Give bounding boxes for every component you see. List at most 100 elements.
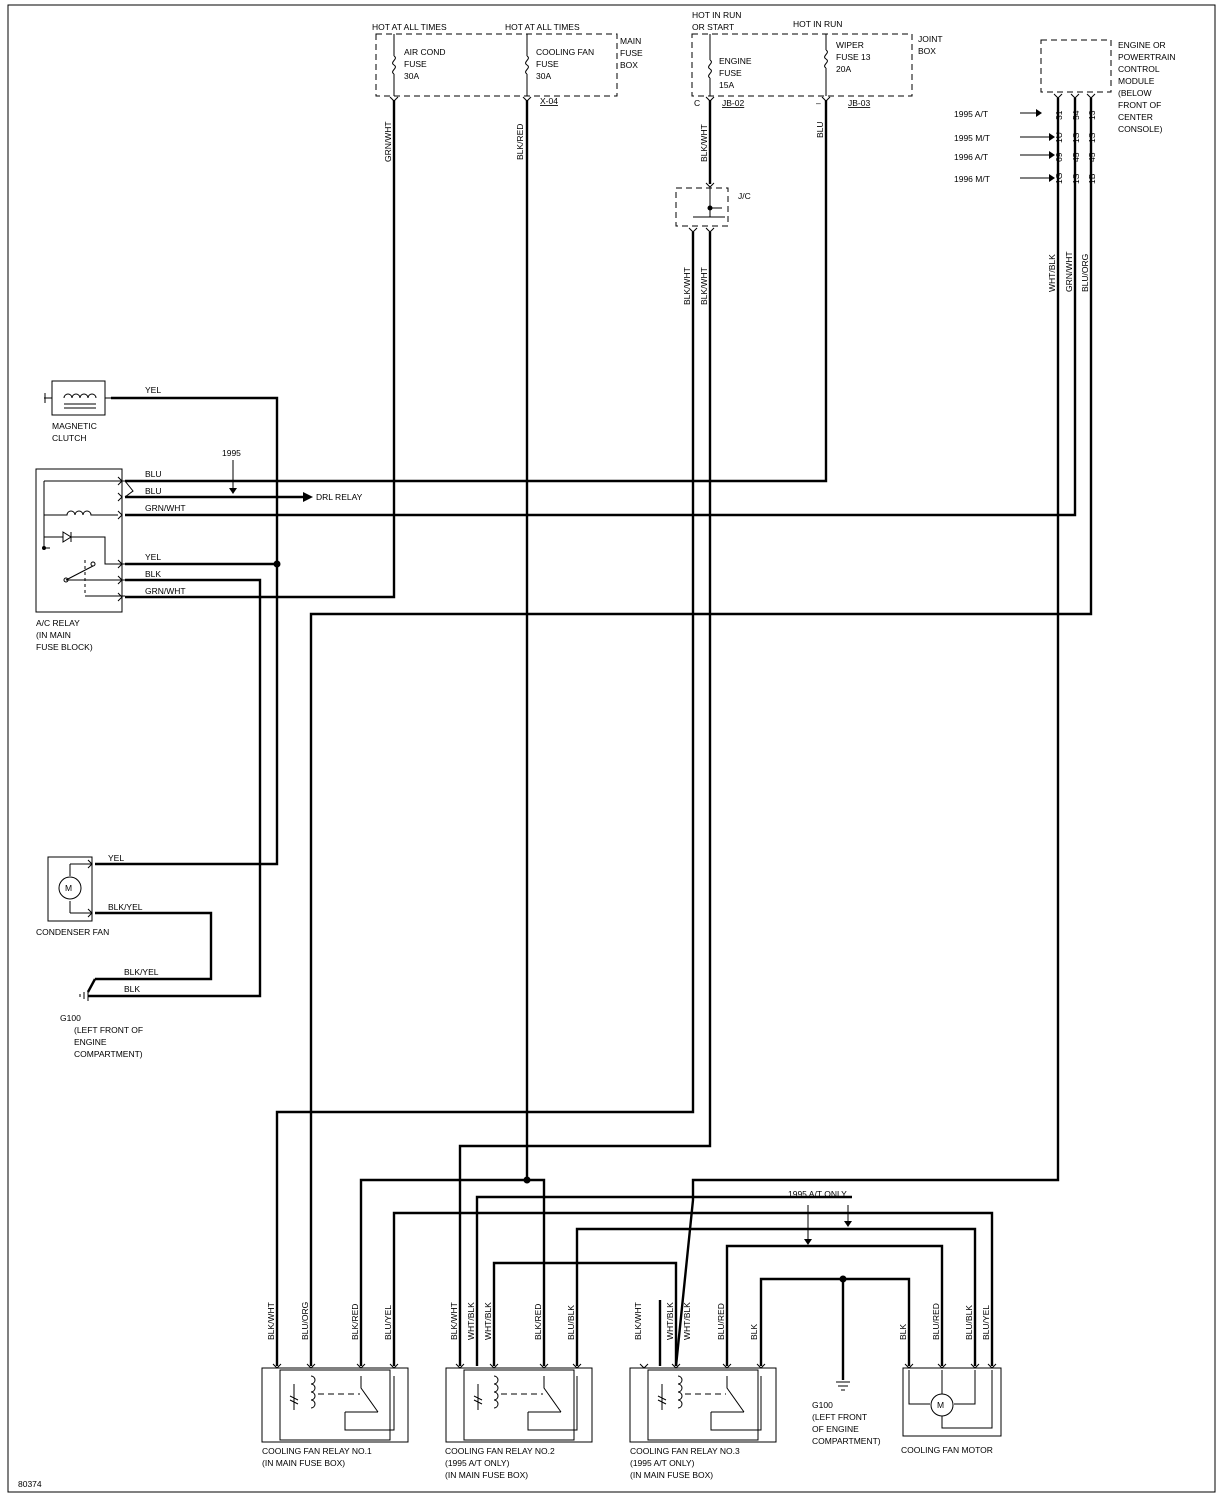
joint-box-label: JOINT BOX [918,34,945,56]
svg-text:BLU: BLU [145,469,162,479]
connector-jb03: JB-03 [848,98,870,108]
relay-3-label: COOLING FAN RELAY NO.3 (1995 A/T ONLY) (… [630,1446,742,1480]
svg-text:BLK/YEL: BLK/YEL [124,967,159,977]
svg-text:BLK/WHT: BLK/WHT [682,267,692,305]
svg-text:WHT/BLK: WHT/BLK [682,1302,692,1340]
connector-x04: X-04 [540,96,558,106]
cooling-fan-motor-label: COOLING FAN MOTOR [901,1445,993,1455]
hot-at-all-times-label-1: HOT AT ALL TIMES [372,22,447,32]
ac-fuse-label: AIR COND FUSE 30A [404,47,448,81]
magnetic-clutch: YEL MAGNETIC CLUTCH [44,380,161,443]
relay-2: BLK/WHT WHT/BLK WHT/BLK BLK/RED BLU/BLK … [445,1302,593,1480]
svg-text:BLU: BLU [815,121,825,138]
relay-1-wire-labels: BLK/WHT BLU/ORG BLK/RED BLU/YEL [266,1302,393,1340]
svg-text:GRN/WHT: GRN/WHT [145,503,186,513]
main-fuse-box: HOT AT ALL TIMES HOT AT ALL TIMES MAIN F… [372,22,645,106]
svg-text:GRN/WHT: GRN/WHT [145,586,186,596]
svg-text:BLK/WHT: BLK/WHT [449,1302,459,1340]
svg-text:BLK/RED: BLK/RED [533,1304,543,1340]
fan-motor-icon [930,1393,954,1417]
svg-text:WHT/BLK: WHT/BLK [1047,254,1057,292]
wiper-fuse-label: WIPER FUSE 13 20A [836,40,873,74]
cooling-fan-motor-wire-labels: BLK BLU/RED BLU/BLK BLU/YEL [898,1303,991,1340]
relay-3: BLK/WHT WHT/BLK WHT/BLK BLU/RED BLK COOL… [629,1302,777,1480]
svg-text:WHT/BLK: WHT/BLK [665,1302,675,1340]
svg-text:YEL: YEL [108,853,124,863]
pcm-row-1995-at: 1995 A/T [954,109,988,119]
svg-text:BLU/ORG: BLU/ORG [1080,254,1090,292]
hot-at-all-times-label-2: HOT AT ALL TIMES [505,22,580,32]
svg-text:BLU: BLU [145,486,162,496]
svg-text:BLK/RED: BLK/RED [515,124,525,160]
joint-box: HOT IN RUN OR START HOT IN RUN JOINT BOX… [691,10,945,108]
relay-1-label: COOLING FAN RELAY NO.1 (IN MAIN FUSE BOX… [262,1446,374,1468]
svg-text:M: M [65,883,72,893]
ground-bottom-label: G100 (LEFT FRONT OF ENGINE COMPARTMENT) [812,1400,881,1446]
junction-connector: J/C [675,182,751,233]
wiper-fuse-icon [824,49,828,69]
ground-g100-left: BLK/YEL BLK G100 (LEFT FRONT OF ENGINE C… [60,967,159,1059]
ac-relay-label: A/C RELAY (IN MAIN FUSE BLOCK) [36,618,93,652]
drl-relay-label: DRL RELAY [316,492,363,502]
condenser-fan-label: CONDENSER FAN [36,927,109,937]
cooling-fan-fuse-label: COOLING FAN FUSE 30A [536,47,596,81]
relay-3-wire-labels: BLK/WHT WHT/BLK WHT/BLK BLU/RED BLK [633,1302,759,1340]
jc-label: J/C [738,191,751,201]
svg-text:BLK: BLK [124,984,140,994]
svg-text:GRN/WHT: GRN/WHT [1064,251,1074,292]
svg-text:BLK/WHT: BLK/WHT [699,267,709,305]
svg-text:BLU/YEL: BLU/YEL [981,1305,991,1340]
relay-1: BLK/WHT BLU/ORG BLK/RED BLU/YEL COOLING … [261,1302,409,1468]
hot-in-run-or-start-label: HOT IN RUN OR START [692,10,744,32]
svg-text:BLU/YEL: BLU/YEL [383,1305,393,1340]
pin-c-label: C [694,98,700,108]
note-1995: 1995 [222,448,241,458]
page-border [7,4,1216,1493]
svg-text:WHT/BLK: WHT/BLK [466,1302,476,1340]
condenser-fan: M YEL BLK/YEL CONDENSER FAN [36,853,143,937]
svg-text:BLU/BLK: BLU/BLK [964,1305,974,1340]
svg-text:BLK/WHT: BLK/WHT [266,1302,276,1340]
svg-text:BLK: BLK [145,569,161,579]
ground-left-label: G100 (LEFT FRONT OF ENGINE COMPARTMENT) [60,1013,145,1059]
relay-2-label: COOLING FAN RELAY NO.2 (1995 A/T ONLY) (… [445,1446,557,1480]
svg-text:BLU/RED: BLU/RED [931,1303,941,1340]
svg-text:BLU/ORG: BLU/ORG [300,1302,310,1340]
pcm-row-1995-mt: 1995 M/T [954,133,990,143]
relay-2-wire-labels: BLK/WHT WHT/BLK WHT/BLK BLK/RED BLU/BLK [449,1302,576,1340]
svg-text:BLK/YEL: BLK/YEL [108,902,143,912]
svg-text:BLK/WHT: BLK/WHT [699,124,709,162]
vertical-wire-labels: GRN/WHT BLK/RED BLK/WHT BLU BLK/WHT BLK/… [383,121,1090,305]
cooling-fan-fuse-icon [525,55,529,75]
svg-text:GRN/WHT: GRN/WHT [383,121,393,162]
magnetic-clutch-wire: YEL [145,385,161,395]
ground-g100-bottom: G100 (LEFT FRONT OF ENGINE COMPARTMENT) [812,1381,881,1446]
engine-fuse-icon [708,59,712,79]
svg-text:BLK: BLK [898,1324,908,1340]
wires [95,98,1093,1380]
coil-icon [63,393,97,399]
pcm-row-1996-mt: 1996 M/T [954,174,990,184]
pcm-label: ENGINE OR POWERTRAIN CONTROL MODULE (BEL… [1118,40,1178,134]
hot-in-run-label: HOT IN RUN [793,19,842,29]
svg-text:YEL: YEL [145,552,161,562]
pin-dash-label: – [816,98,821,108]
svg-text:BLK: BLK [749,1324,759,1340]
ac-relay: BLU BLU GRN/WHT YEL BLK GRN/WHT 1995 DRL… [35,448,363,652]
engine-fuse-label: ENGINE FUSE 15A [719,56,754,90]
svg-text:BLU/RED: BLU/RED [716,1303,726,1340]
note-1995-at-only: 1995 A/T ONLY [788,1189,847,1199]
ac-fuse-icon [392,55,396,75]
main-fuse-box-label: MAIN FUSE BOX [620,36,645,70]
connector-jb02: JB-02 [722,98,744,108]
svg-text:M: M [937,1400,944,1410]
svg-text:BLK/WHT: BLK/WHT [633,1302,643,1340]
pcm-row-1996-at: 1996 A/T [954,152,988,162]
motor-icon [58,876,82,900]
pcm-module: ENGINE OR POWERTRAIN CONTROL MODULE (BEL… [954,39,1178,184]
svg-text:WHT/BLK: WHT/BLK [483,1302,493,1340]
magnetic-clutch-label: MAGNETIC CLUTCH [52,421,99,443]
svg-text:BLU/BLK: BLU/BLK [566,1305,576,1340]
svg-text:BLK/RED: BLK/RED [350,1304,360,1340]
